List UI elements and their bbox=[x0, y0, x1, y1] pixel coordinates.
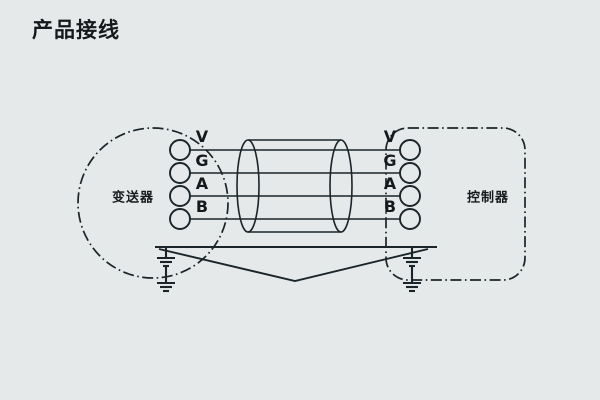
terminal-label-left-b: B bbox=[195, 197, 209, 216]
terminal-right-v[interactable] bbox=[399, 139, 421, 161]
terminal-left-g[interactable] bbox=[169, 162, 191, 184]
terminal-left-v[interactable] bbox=[169, 139, 191, 161]
ground-symbol-left-lower bbox=[157, 266, 175, 293]
terminal-label-right-a: A bbox=[383, 174, 397, 193]
ground-symbol-right-upper bbox=[403, 247, 421, 268]
shield-drain-wire bbox=[158, 248, 429, 282]
terminal-right-a[interactable] bbox=[399, 185, 421, 207]
right-terminal-group bbox=[399, 139, 421, 230]
controller-boundary bbox=[385, 127, 526, 281]
terminal-left-a[interactable] bbox=[169, 185, 191, 207]
ground-symbol-right-lower bbox=[403, 266, 421, 293]
transmitter-label: 变送器 bbox=[111, 190, 155, 206]
terminal-label-left-a: A bbox=[195, 174, 209, 193]
cable-shield-ellipse-right bbox=[329, 139, 353, 233]
terminal-label-left-v: V bbox=[195, 127, 209, 146]
cable-shield-outline bbox=[248, 139, 341, 233]
conductor-wires bbox=[190, 149, 400, 220]
terminal-right-g[interactable] bbox=[399, 162, 421, 184]
cable-shield-ellipse-left bbox=[236, 139, 260, 233]
terminal-label-left-g: G bbox=[195, 151, 209, 170]
terminal-label-right-b: B bbox=[383, 197, 397, 216]
transmitter-boundary bbox=[77, 127, 229, 279]
page-title: 产品接线 bbox=[32, 18, 120, 42]
controller-label: 控制器 bbox=[466, 190, 510, 206]
terminal-label-right-g: G bbox=[383, 151, 397, 170]
terminal-label-right-v: V bbox=[383, 127, 397, 146]
terminal-left-b[interactable] bbox=[169, 208, 191, 230]
ground-symbol-left-upper bbox=[157, 247, 175, 268]
left-terminal-group bbox=[169, 139, 191, 230]
terminal-right-b[interactable] bbox=[399, 208, 421, 230]
